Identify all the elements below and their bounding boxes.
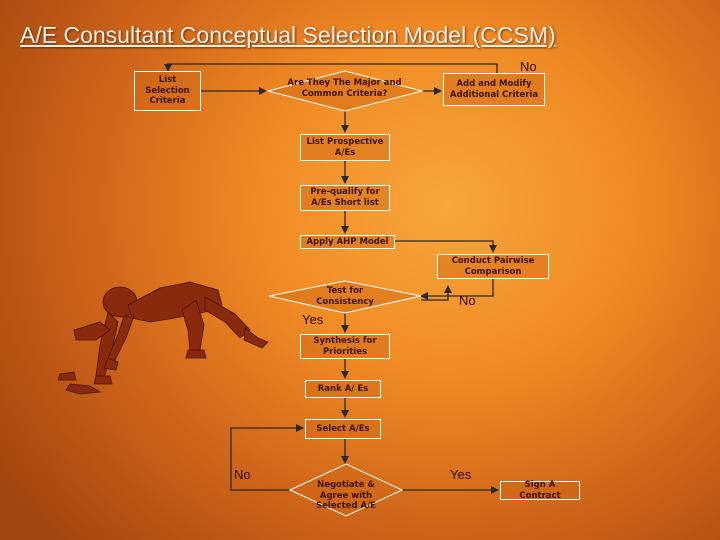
box-add-modify-criteria: Add and Modify Additional Criteria: [443, 73, 545, 106]
label-yes-negotiate: Yes: [450, 467, 472, 482]
box-list-prospective: List Prospective A/Es: [300, 134, 390, 161]
label-no-negotiate: No: [234, 467, 251, 482]
box-apply-ahp: Apply AHP Model: [300, 235, 395, 249]
page-title: A/E Consultant Conceptual Selection Mode…: [20, 22, 556, 48]
box-synthesis: Synthesis for Priorities: [300, 334, 390, 359]
decision-negotiate-text: Negotiate & Agree with Selected A/E: [316, 480, 376, 512]
box-prequalify: Pre-qualify for A/Es Short list: [300, 185, 390, 211]
decision-consistency-shape: [268, 280, 422, 314]
label-yes-consistency: Yes: [302, 312, 324, 327]
decision-negotiate-shape: [288, 463, 404, 517]
box-pairwise-comparison: Conduct Pairwise Comparison: [437, 254, 549, 279]
box-list-selection-criteria: List Selection Criteria: [134, 71, 201, 111]
box-select: Select A/Es: [305, 419, 381, 439]
box-rank: Rank A/ Es: [305, 380, 381, 398]
box-sign-contract: Sign A Contract: [500, 480, 580, 501]
label-no-consistency: No: [459, 293, 476, 308]
decision-major-criteria-text: Are They The Major and Common Criteria?: [287, 78, 402, 99]
decision-consistency-text: Test for Consistency: [316, 286, 374, 307]
decision-major-criteria-shape: [266, 70, 424, 112]
label-no-top: No: [520, 59, 537, 74]
